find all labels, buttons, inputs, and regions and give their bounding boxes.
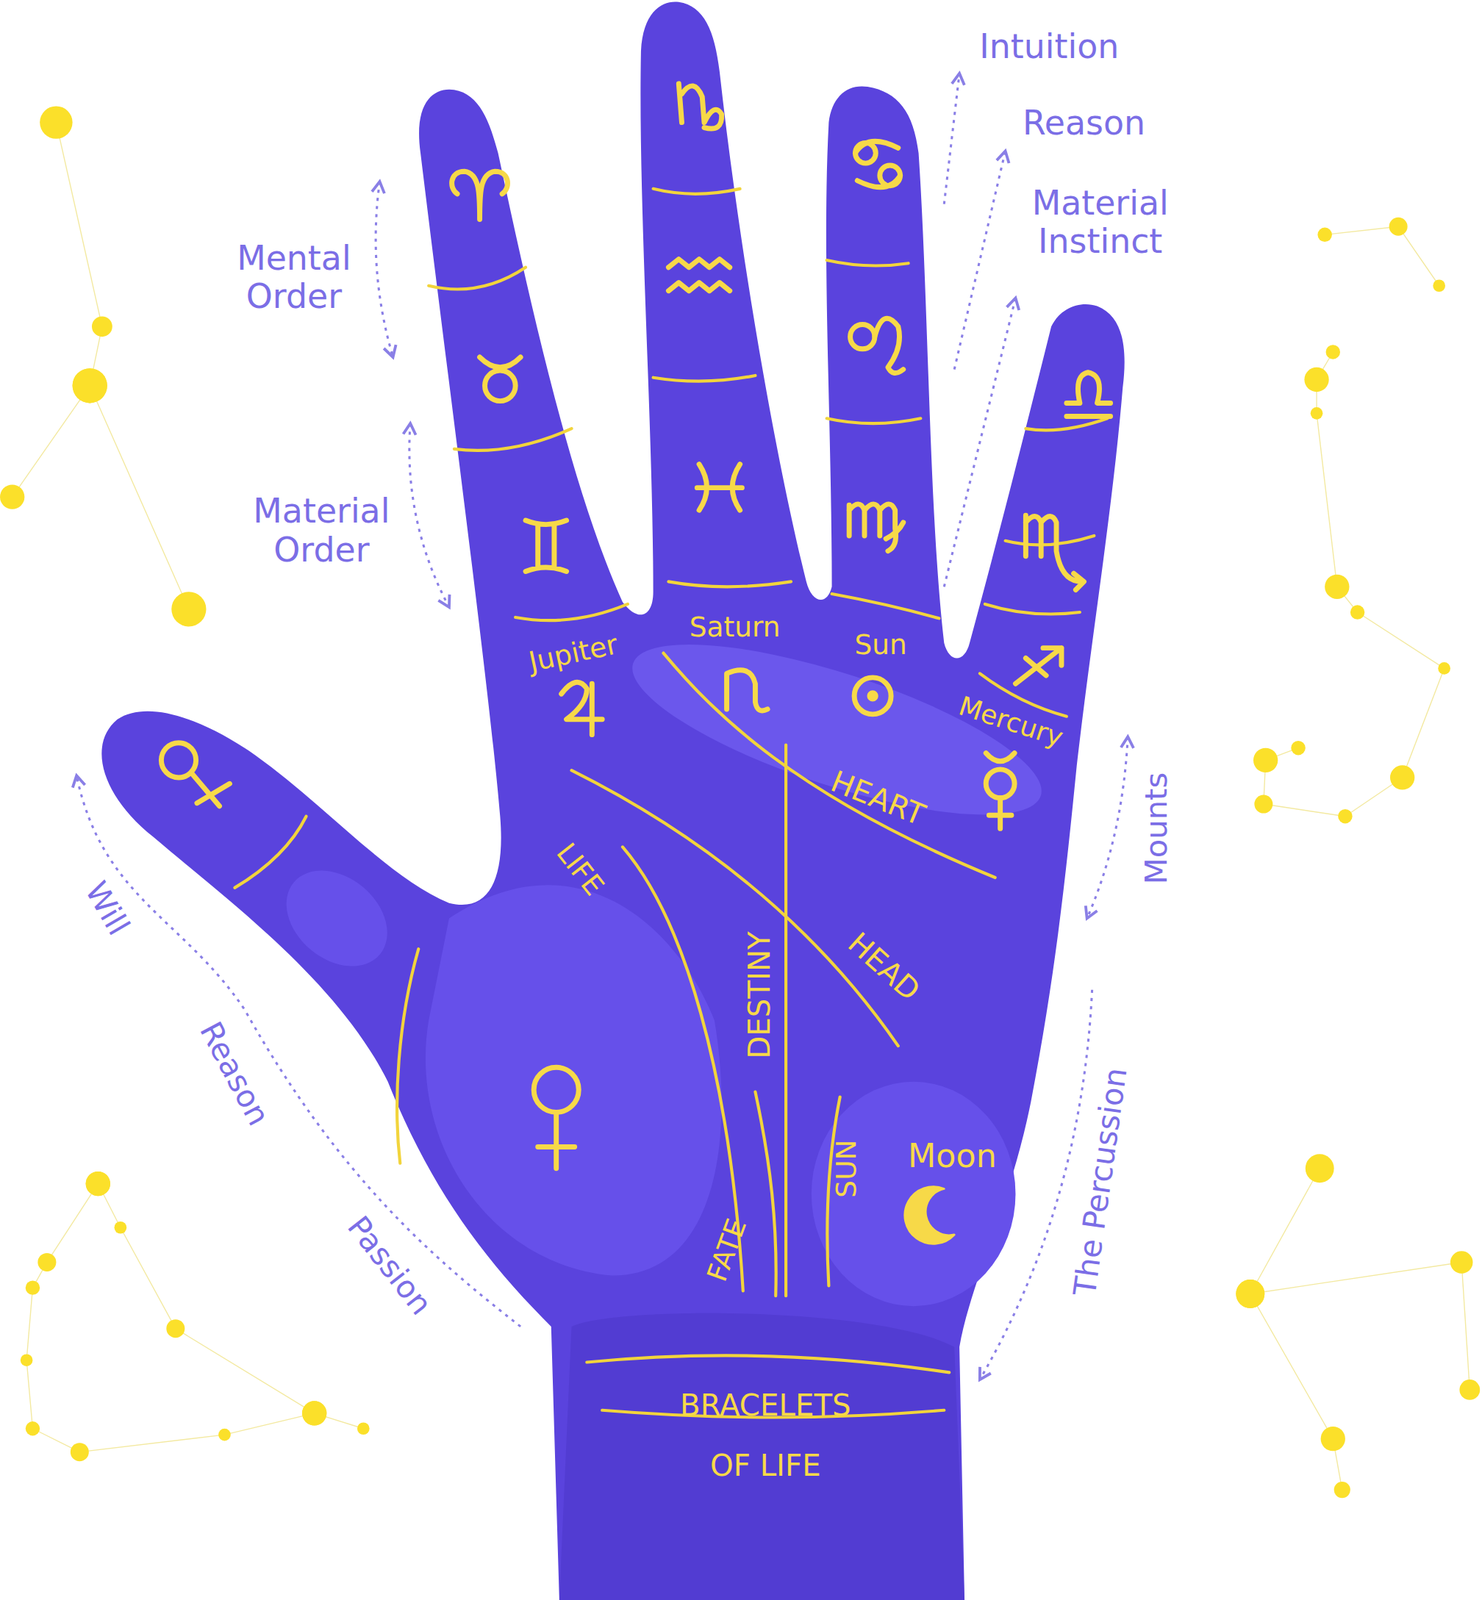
meaning-label: Passion bbox=[341, 1210, 440, 1322]
star-dot bbox=[25, 1280, 40, 1295]
palm-label: Moon bbox=[907, 1137, 997, 1176]
star-dot bbox=[1305, 1154, 1335, 1183]
palm-shade bbox=[559, 1313, 965, 1600]
star-dot bbox=[1389, 217, 1408, 236]
star-dot bbox=[1459, 1379, 1480, 1401]
star-dot bbox=[20, 1354, 34, 1367]
constellation-line bbox=[175, 1329, 315, 1414]
star-dot bbox=[1254, 795, 1273, 814]
star-dot bbox=[171, 591, 206, 627]
meaning-label: Reason bbox=[1022, 102, 1146, 142]
star-dot bbox=[1235, 1279, 1265, 1309]
constellation-line bbox=[1461, 1262, 1470, 1391]
star-dot bbox=[1235, 1279, 1265, 1309]
palm-label: SUN bbox=[831, 1139, 864, 1198]
star-dot bbox=[1290, 741, 1305, 755]
palm-label: BRACELETS OF LIFE bbox=[660, 1376, 871, 1498]
star-dot bbox=[72, 368, 108, 403]
star-dot bbox=[1432, 279, 1446, 292]
star-dot bbox=[91, 316, 113, 337]
meaning-label: Material Instinct bbox=[1024, 183, 1177, 261]
star-dot bbox=[218, 1429, 231, 1442]
star-dot bbox=[302, 1401, 327, 1426]
star-dot bbox=[1324, 574, 1349, 600]
palm-label: Sun bbox=[854, 629, 908, 661]
meaning-label: Reason bbox=[192, 1015, 277, 1132]
star-dot bbox=[86, 1171, 111, 1197]
constellation-line bbox=[1263, 804, 1346, 817]
star-dot bbox=[39, 105, 73, 139]
constellation-line bbox=[55, 122, 102, 328]
star-dot bbox=[1310, 407, 1324, 420]
star-dot bbox=[166, 1319, 185, 1338]
palm-label: DESTINY bbox=[743, 931, 778, 1059]
star-dot bbox=[1350, 605, 1365, 619]
constellation-line bbox=[47, 1184, 98, 1263]
hand-outline bbox=[101, 1, 1124, 1600]
meaning-label: Mounts bbox=[1138, 772, 1174, 885]
star-dot bbox=[86, 1171, 111, 1197]
constellation-line bbox=[1250, 1168, 1320, 1295]
constellation-line bbox=[1357, 612, 1445, 669]
meaning-label: Material Order bbox=[244, 491, 398, 569]
constellation-line bbox=[26, 1360, 33, 1430]
lines bbox=[234, 188, 1108, 1419]
constellation-line bbox=[224, 1413, 314, 1435]
constellation-line bbox=[26, 1287, 33, 1361]
star-dot bbox=[1253, 748, 1278, 773]
meaning-label: Will bbox=[77, 875, 136, 941]
thumb-shade bbox=[267, 851, 406, 986]
star-dot bbox=[357, 1422, 370, 1435]
constellation-line bbox=[1250, 1293, 1333, 1439]
star-dot bbox=[302, 1401, 327, 1426]
moon-mount bbox=[811, 1082, 1016, 1307]
constellation-line bbox=[1398, 226, 1440, 286]
star-dot bbox=[0, 484, 25, 509]
star-dot bbox=[114, 1221, 128, 1235]
star-dot bbox=[1321, 1426, 1346, 1452]
constellation-line bbox=[89, 385, 189, 610]
constellation-line bbox=[120, 1227, 176, 1329]
star-dot bbox=[1317, 227, 1332, 242]
star-dot bbox=[1437, 662, 1451, 675]
star-dot bbox=[1337, 809, 1352, 824]
star-dot bbox=[25, 1421, 40, 1436]
symbols bbox=[160, 83, 1111, 1245]
constellation-line bbox=[1316, 413, 1338, 587]
star-dot bbox=[1326, 344, 1341, 359]
star-dot bbox=[1334, 1482, 1351, 1499]
star-dot bbox=[1390, 765, 1415, 790]
constellation-line bbox=[1324, 226, 1399, 235]
hand bbox=[101, 1, 1124, 1600]
star-dot bbox=[1450, 1251, 1474, 1274]
meaning-label: The Percussion bbox=[1066, 1065, 1134, 1299]
star-dot bbox=[70, 1443, 89, 1462]
constellation-line bbox=[79, 1434, 225, 1453]
constellation-line bbox=[1250, 1262, 1462, 1294]
star-dot bbox=[72, 368, 108, 403]
meaning-label: Intuition bbox=[979, 26, 1119, 66]
constellation-line bbox=[12, 385, 91, 497]
star-dot bbox=[1304, 367, 1329, 392]
constellation-line bbox=[1402, 668, 1445, 778]
palm-label: Saturn bbox=[689, 611, 781, 644]
pointer-arrows bbox=[76, 73, 1128, 1380]
meaning-label: Mental Order bbox=[227, 238, 361, 317]
star-dot bbox=[37, 1253, 56, 1272]
